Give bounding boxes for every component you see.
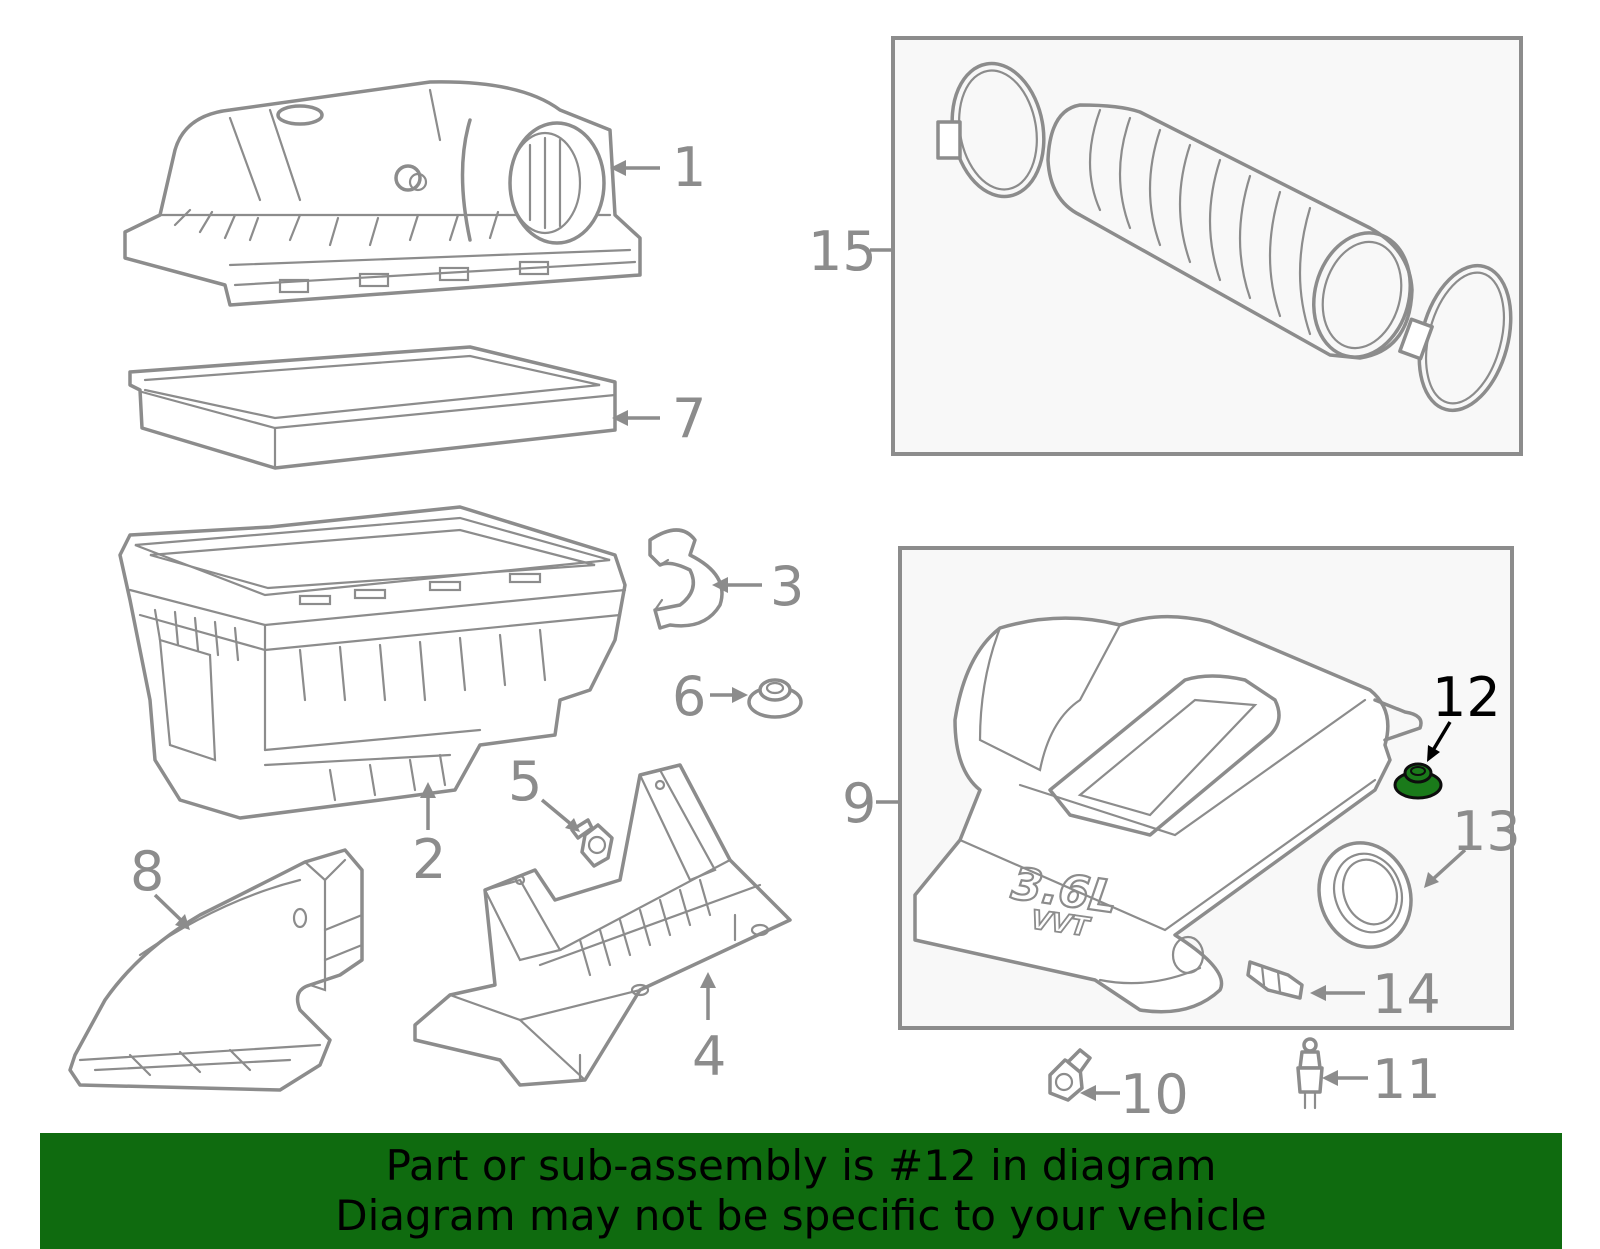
part-3-clip (648, 528, 724, 630)
callout-7[interactable]: 7 (672, 387, 706, 450)
callout-10[interactable]: 10 (1120, 1063, 1189, 1126)
leader-12 (1430, 721, 1452, 753)
part-1-airbox-lid (123, 80, 642, 307)
banner-line-2: Diagram may not be specific to your vehi… (335, 1191, 1267, 1240)
leader-13 (1430, 848, 1467, 882)
leader-3-arrow (712, 577, 728, 593)
part-9-engine-cover (913, 614, 1423, 1014)
leader-1-arrow (610, 160, 626, 176)
part-8-inlet-duct (68, 848, 364, 1092)
leader-11-arrow (1322, 1070, 1338, 1086)
part-6-grommet (747, 678, 803, 719)
leader-5-arrow (565, 818, 580, 832)
leader-4-arrow (700, 972, 716, 988)
callout-4[interactable]: 4 (692, 1025, 726, 1088)
callout-11[interactable]: 11 (1372, 1048, 1441, 1111)
leader-2-arrow (420, 782, 436, 798)
callout-1[interactable]: 1 (672, 136, 706, 199)
part-12-grommet-highlighted[interactable] (1393, 762, 1443, 800)
callout-12[interactable]: 12 (1432, 666, 1501, 729)
part-5-bolt (570, 818, 614, 868)
callout-6[interactable]: 6 (672, 665, 706, 728)
callout-3[interactable]: 3 (770, 555, 804, 618)
leader-5 (540, 798, 574, 827)
callout-9[interactable]: 9 (842, 772, 876, 835)
callout-2[interactable]: 2 (412, 828, 446, 891)
part-2-airbox-lower (118, 505, 627, 820)
part-7-air-filter (128, 345, 617, 470)
callout-8[interactable]: 8 (130, 840, 164, 903)
info-banner: Part or sub-assembly is #12 in diagram D… (40, 1133, 1562, 1249)
callout-15[interactable]: 15 (808, 220, 877, 283)
leader-6-arrow (732, 687, 748, 703)
leader-7-arrow (612, 410, 628, 426)
callout-5[interactable]: 5 (508, 750, 542, 813)
part-14-sensor (1246, 960, 1304, 1000)
box-15-outline (891, 36, 1523, 456)
callout-14[interactable]: 14 (1372, 963, 1441, 1026)
leader-13-arrow (1424, 872, 1439, 888)
part-13-seal (1317, 841, 1413, 949)
leader-12-arrow (1427, 745, 1440, 762)
part-11-sensor (1296, 1037, 1324, 1110)
part-15-intake-hose (936, 61, 1513, 413)
leader-8-arrow (175, 914, 190, 930)
leader-8 (153, 893, 185, 924)
part-4-bracket (413, 763, 792, 1087)
leader-10-arrow (1080, 1085, 1096, 1101)
part-10-bolt (1048, 1048, 1092, 1102)
leader-14-arrow (1310, 985, 1326, 1001)
banner-line-1: Part or sub-assembly is #12 in diagram (385, 1141, 1217, 1190)
callout-13[interactable]: 13 (1452, 800, 1521, 863)
